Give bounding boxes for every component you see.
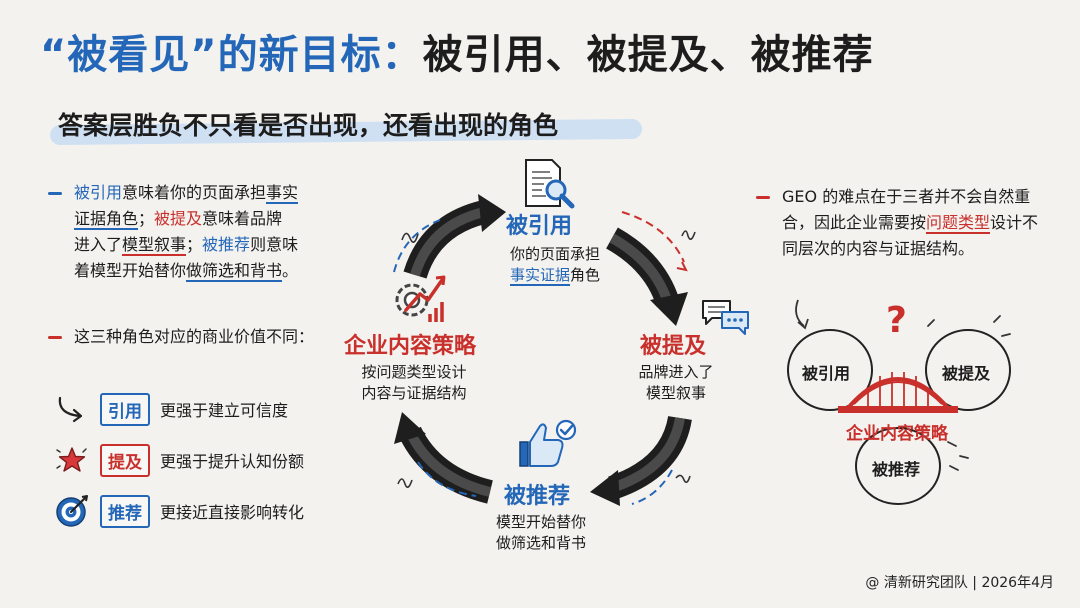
thumbs-up-icon xyxy=(516,418,580,474)
desc-line: 品牌进入了 xyxy=(638,363,714,381)
text-span: 则意味 xyxy=(250,235,299,254)
term-question-type: 问题类型 xyxy=(926,213,991,234)
role-tag: 提及 xyxy=(100,443,150,477)
target-icon xyxy=(52,493,92,529)
underlined-text: 证据角色 xyxy=(74,209,139,230)
term-recommended: 被推荐 xyxy=(202,235,251,254)
text-span: GEO 的难点在于三者并不会自然重合，因此企业需要按 xyxy=(782,187,1031,232)
bullet-dash xyxy=(48,192,62,195)
role-tag: 引用 xyxy=(100,392,150,426)
paragraph-business-value: 这三种角色对应的商业价值不同： xyxy=(74,327,315,346)
paragraph-geo: GEO 的难点在于三者并不会自然重合，因此企业需要按问题类型设计不同层次的内容与… xyxy=(760,184,1050,262)
star-icon xyxy=(52,444,92,476)
text-span: 着模型开始替你 xyxy=(74,261,187,280)
underlined-text: 事实 xyxy=(266,183,299,204)
gear-chart-icon xyxy=(386,270,450,328)
desc-line: 模型叙事 xyxy=(645,384,706,402)
bullet-dash xyxy=(48,336,62,339)
text-span: 意味着你的页面承担 xyxy=(122,183,267,202)
role-desc: 更接近直接影响转化 xyxy=(160,503,305,522)
desc-line: 你的页面承担 xyxy=(509,245,600,263)
text-span: 意味着品牌 xyxy=(202,209,283,228)
text-span: 进入了 xyxy=(74,235,123,254)
page-title: “被看见”的新目标：被引用、被提及、被推荐 xyxy=(40,22,874,80)
node-desc-cited: 你的页面承担 事实证据角色 xyxy=(490,244,620,286)
text-span: 。 xyxy=(282,261,299,280)
subtitle-block: 答案层胜负不只看是否出现，还看出现的角色 xyxy=(49,106,643,146)
venn-label-recommended: 被推荐 xyxy=(872,460,921,479)
term-mentioned: 被提及 xyxy=(154,209,203,228)
desc-line: 按问题类型设计 xyxy=(361,363,467,381)
right-column: GEO 的难点在于三者并不会自然重合，因此企业需要按问题类型设计不同层次的内容与… xyxy=(756,184,1050,262)
text-span: 设计不同层次的内容与证据结构。 xyxy=(782,213,1039,258)
term-cited: 被引用 xyxy=(74,183,123,202)
node-desc-mentioned: 品牌进入了 模型叙事 xyxy=(628,362,724,404)
venn-label-cited: 被引用 xyxy=(802,364,851,383)
cycle-arrow-bottom-right xyxy=(590,415,692,506)
venn-label-mentioned: 被提及 xyxy=(942,364,991,383)
desc-line: 角色 xyxy=(570,266,601,284)
question-mark-icon: ? xyxy=(886,300,907,341)
role-tag: 推荐 xyxy=(100,494,150,528)
title-highlight: “被看见”的新目标： xyxy=(40,32,423,78)
underlined-text: 做筛选和背书 xyxy=(186,261,283,282)
curved-arrow-icon xyxy=(52,394,92,424)
bullet-dash xyxy=(756,196,770,199)
cycle-arrow-bottom-left xyxy=(394,412,494,504)
cycle-arrow-top-right xyxy=(605,227,688,326)
role-desc: 更强于建立可信度 xyxy=(160,401,289,420)
desc-line: 做筛选和背书 xyxy=(495,534,586,552)
bridge-icon xyxy=(838,372,958,413)
node-label-cited: 被引用 xyxy=(506,214,573,239)
paragraph-roles-meaning: 被引用意味着你的页面承担事实 证据角色；被提及意味着品牌 进入了模型叙事；被推荐… xyxy=(52,180,352,284)
cycle-arrow-top-left xyxy=(403,194,506,279)
desc-line: 内容与证据结构 xyxy=(361,384,467,402)
text-span: ； xyxy=(138,209,155,228)
footer-credit: @ 清新研究团队 | 2026年4月 xyxy=(865,575,1054,591)
role-row-cite: 引用 更强于建立可信度 xyxy=(52,392,288,426)
desc-line: 模型开始替你 xyxy=(495,513,586,531)
node-desc-recommended: 模型开始替你 做筛选和背书 xyxy=(484,512,598,554)
node-label-mentioned: 被提及 xyxy=(640,334,707,359)
bridge-label: 企业内容策略 xyxy=(846,424,948,444)
title-rest: 被引用、被提及、被推荐 xyxy=(422,32,874,78)
document-search-icon xyxy=(520,158,578,214)
role-desc: 更强于提升认知份额 xyxy=(160,452,305,471)
node-label-strategy: 企业内容策略 xyxy=(344,334,477,359)
role-row-mention: 提及 更强于提升认知份额 xyxy=(52,443,304,477)
left-column: 被引用意味着你的页面承担事实 证据角色；被提及意味着品牌 进入了模型叙事；被推荐… xyxy=(48,180,352,346)
subtitle: 答案层胜负不只看是否出现，还看出现的角色 xyxy=(58,111,559,140)
node-label-recommended: 被推荐 xyxy=(504,484,571,509)
desc-highlight: 事实证据 xyxy=(509,266,570,286)
chat-bubbles-icon xyxy=(700,298,752,340)
text-span: ； xyxy=(186,235,203,254)
role-row-recommend: 推荐 更接近直接影响转化 xyxy=(52,494,304,528)
node-desc-strategy: 按问题类型设计 内容与证据结构 xyxy=(358,362,470,404)
underlined-text: 模型叙事 xyxy=(122,235,187,256)
